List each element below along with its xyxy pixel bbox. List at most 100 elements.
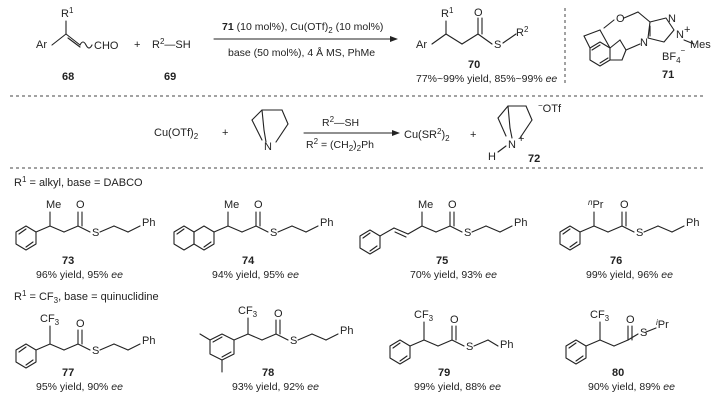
cuotf2: Cu(OTf)2 [154, 127, 199, 141]
svg-text:Ph: Ph [514, 217, 527, 229]
svg-text:O: O [474, 7, 483, 19]
compound-79: CF3 O S Ph 79 99% yield, 88% ee [389, 309, 513, 393]
svg-text:O: O [448, 199, 457, 211]
section-2-header: R1 = CF3, base = quinuclidine [14, 289, 159, 305]
svg-text:Ph: Ph [340, 325, 353, 337]
section-1-header: R1 = alkyl, base = DABCO [14, 175, 143, 189]
compound-68: Ar R1 CHO 68 [36, 6, 119, 83]
svg-text:CF3: CF3 [414, 309, 434, 323]
svg-text:CF3: CF3 [238, 305, 258, 319]
svg-text:H: H [488, 151, 496, 163]
svg-text:O: O [76, 318, 85, 330]
svg-text:99% yield, 96% ee: 99% yield, 96% ee [586, 269, 673, 281]
svg-text:iPr: iPr [656, 318, 669, 331]
svg-text:+: + [222, 127, 228, 139]
svg-text:CF3: CF3 [590, 309, 610, 323]
svg-text:S: S [636, 227, 643, 239]
quinuclidine: N [251, 109, 289, 153]
svg-text:S: S [466, 341, 473, 353]
catalyst-conditions: 71 (10 mol%), Cu(OTf)2 (10 mol%) [222, 21, 383, 35]
compound-73: Me O S Ph 73 96% yield, 95% ee [15, 199, 155, 281]
svg-text:Ph: Ph [142, 217, 155, 229]
svg-text:−OTf: −OTf [538, 101, 562, 115]
compound-80: CF3 O S iPr 80 90% yield, 89% ee [565, 309, 675, 393]
svg-text:+: + [518, 133, 524, 145]
compound-76: nPr O S Ph 76 99% yield, 96% ee [559, 198, 699, 281]
svg-text:O: O [76, 199, 85, 211]
svg-text:S: S [270, 227, 277, 239]
svg-text:nPr: nPr [588, 198, 604, 211]
svg-text:N: N [508, 139, 516, 151]
svg-text:N: N [676, 29, 684, 41]
cu-sr2: Cu(SR2)2 [404, 127, 450, 143]
svg-text:O: O [616, 13, 625, 25]
svg-text:O: O [254, 199, 263, 211]
thiol-label: R2—SH [152, 37, 191, 51]
svg-text:78: 78 [262, 367, 274, 379]
svg-text:Ar: Ar [416, 39, 427, 51]
reaction-1-arrow: 71 (10 mol%), Cu(OTf)2 (10 mol%) base (5… [213, 21, 398, 59]
svg-text:R2—SH: R2—SH [322, 115, 359, 129]
svg-text:Me: Me [46, 199, 61, 211]
svg-text:N: N [668, 13, 676, 25]
label-71: 71 [662, 69, 674, 81]
base-conditions: base (50 mol%), 4 Å MS, PhMe [228, 46, 375, 59]
svg-text:93% yield, 92% ee: 93% yield, 92% ee [232, 381, 319, 393]
svg-text:Me: Me [418, 199, 433, 211]
compound-69: R2—SH 69 [152, 37, 191, 83]
reaction-1: Ar R1 CHO 68 + R2—SH 69 71 (10 mol%), Cu… [36, 6, 711, 86]
svg-text:O: O [620, 199, 629, 211]
svg-text:Ph: Ph [320, 217, 333, 229]
svg-text:74: 74 [242, 255, 255, 267]
svg-text:90% yield, 89% ee: 90% yield, 89% ee [588, 381, 675, 393]
svg-text:95% yield, 90% ee: 95% yield, 90% ee [36, 381, 123, 393]
compound-77: CF3 O S Ph 77 95% yield, 90% ee [15, 313, 155, 393]
svg-text:S: S [494, 39, 501, 51]
svg-text:75: 75 [436, 255, 448, 267]
svg-text:80: 80 [612, 367, 624, 379]
svg-text:O: O [274, 308, 283, 320]
plus-1: + [134, 39, 140, 51]
svg-text:Ph: Ph [142, 335, 155, 347]
svg-text:N: N [640, 37, 648, 49]
svg-text:+: + [684, 24, 690, 36]
label-70: 70 [468, 59, 480, 71]
svg-text:96% yield, 95% ee: 96% yield, 95% ee [36, 269, 123, 281]
svg-text:Me: Me [224, 199, 239, 211]
compound-75: Me O S Ph 75 70% yield, 93% ee [359, 199, 527, 281]
reaction-2: Cu(OTf)2 + N R2—SH R2 = (CH2)2Ph Cu(SR2)… [154, 101, 562, 165]
label-68: 68 [62, 71, 74, 83]
label-69: 69 [164, 71, 176, 83]
svg-text:99% yield, 88% ee: 99% yield, 88% ee [414, 381, 501, 393]
svg-text:Ph: Ph [686, 217, 699, 229]
cho-label: CHO [94, 40, 119, 52]
compound-70: Ar R1 O S R2 70 77%~99% yield, 85%~99% e… [416, 6, 557, 85]
svg-text:R2: R2 [516, 25, 529, 39]
svg-text:BF4−: BF4− [662, 46, 686, 65]
compound-72: N + H −OTf 72 [488, 101, 562, 165]
label-72: 72 [528, 153, 540, 165]
svg-text:S: S [92, 227, 99, 239]
compound-78: CF3 O S Ph 78 93% yield, 92% ee [199, 305, 353, 393]
ar-label: Ar [36, 39, 47, 51]
svg-text:Mes: Mes [690, 39, 711, 51]
compound-74: Me O S Ph 74 94% yield, 95% ee [173, 199, 333, 281]
svg-text:76: 76 [610, 255, 622, 267]
svg-text:O: O [450, 314, 459, 326]
svg-text:77: 77 [62, 367, 74, 379]
svg-text:N: N [264, 141, 272, 153]
svg-text:S: S [464, 227, 471, 239]
svg-text:CF3: CF3 [40, 313, 60, 327]
svg-text:S: S [290, 335, 297, 347]
svg-text:79: 79 [438, 367, 450, 379]
svg-text:70% yield, 93% ee: 70% yield, 93% ee [410, 269, 497, 281]
svg-text:94% yield, 95% ee: 94% yield, 95% ee [212, 269, 299, 281]
reaction-2-arrow: R2—SH R2 = (CH2)2Ph [303, 115, 400, 153]
svg-text:Ph: Ph [500, 339, 513, 351]
compound-71: O N N N + Mes BF4− 71 [583, 11, 711, 81]
svg-text:O: O [626, 314, 635, 326]
svg-text:R1: R1 [441, 6, 454, 20]
svg-text:S: S [640, 327, 647, 339]
svg-text:73: 73 [62, 255, 74, 267]
